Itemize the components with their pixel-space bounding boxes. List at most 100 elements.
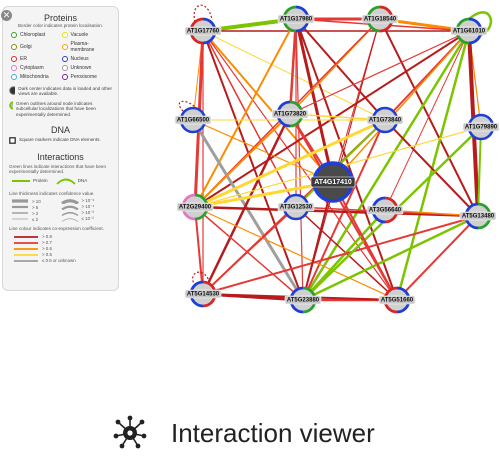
interaction-edge[interactable] [295,18,398,301]
interaction-edge[interactable] [384,119,479,217]
protein-node[interactable]: AT1G73820 [271,100,309,128]
graph-edges [178,4,493,302]
protein-node[interactable]: AT3G12530 [277,193,315,221]
legend-interactions-text: Green lines indicate interactions that h… [9,163,107,175]
interaction-edge[interactable] [194,18,297,208]
interaction-edge[interactable] [301,29,471,302]
interaction-edge[interactable] [202,30,297,208]
interaction-edge[interactable] [289,30,470,115]
interaction-edge[interactable] [384,30,470,211]
node-label-box [450,26,488,36]
localisation-ring-icon [61,43,68,50]
interaction-edge[interactable] [194,206,398,301]
protein-node[interactable]: AT2G29400 [176,193,214,221]
colour-label: ≤ 0.5 or unknown [42,258,76,264]
localisation-ring-icon [61,55,68,62]
node-label-box [184,26,222,36]
interaction-edge[interactable] [192,119,334,183]
interaction-edge[interactable] [202,206,297,295]
protein-node[interactable]: AT1G79890 [462,113,500,141]
thickness-line-icon [12,199,28,203]
node-label: AT3G12530 [280,205,313,211]
self-interaction-loop[interactable] [193,4,213,23]
localisation-ring-icon [11,73,17,80]
localisation-label: Chloroplast [20,31,46,38]
protein-node[interactable]: AT1G18540 [361,5,399,33]
node-label: AT2G29400 [179,205,212,211]
thickness-dna-item: > 10⁻⁴ [60,204,111,211]
interaction-edge[interactable] [294,17,335,184]
thickness-label: ≤ 2 [32,216,39,222]
node-label-box [310,176,356,188]
close-legend-button[interactable]: ✕ [1,10,12,21]
page-title: Interaction viewer [171,418,375,448]
interaction-edge[interactable] [396,215,479,301]
interaction-edge[interactable] [395,29,471,302]
localisation-item: Nucleus [61,55,113,62]
legend-panel: Proteins Border color indicates protein … [2,6,119,291]
interaction-edge[interactable] [202,30,334,183]
interaction-edge[interactable] [301,214,480,302]
self-interaction-loop[interactable] [192,271,211,287]
localisation-label: Peroxisome [70,73,97,80]
protein-node[interactable]: AT5G23880 [284,286,322,314]
node-label-box [284,295,322,305]
node-label: AT5G51660 [381,298,414,304]
interaction-edge[interactable] [288,17,298,116]
node-label-box [462,122,500,132]
interaction-edge[interactable] [202,215,479,295]
colour-label: > 0.7 [42,240,52,246]
interaction-edge[interactable] [477,126,482,217]
center-node[interactable]: AT4G17410 [310,161,356,203]
protein-node[interactable]: AT5G13480 [459,202,497,230]
localisation-label: Unknown [70,64,92,71]
self-interaction-loop[interactable] [178,100,199,115]
legend-dna-label: DNA [77,178,88,184]
protein-node[interactable]: AT1G17760 [184,17,222,45]
dark-center-icon [9,85,16,95]
interaction-edge[interactable] [202,30,304,301]
protein-node[interactable]: AT1G61010 [450,17,488,45]
interaction-edge[interactable] [194,206,304,301]
thickness-item: > 5 [11,204,61,210]
interaction-edge[interactable] [193,118,387,209]
interaction-edge[interactable] [295,18,386,121]
localisation-item: Cytoplasm [11,64,62,71]
protein-node[interactable]: AT5G14530 [184,280,222,308]
node-label: AT3G56640 [369,208,402,214]
node-label: AT1G17980 [280,17,313,23]
node-label: AT1G73820 [274,112,307,118]
interaction-edge[interactable] [193,205,480,218]
protein-node[interactable]: AT5G51660 [378,286,416,314]
thickness-arc-icon [60,199,79,205]
node-label-box [366,205,404,215]
protein-node[interactable]: AT1G66500 [174,106,212,134]
colour-label: > 0.8 [42,234,52,240]
localisation-item: Peroxisome [61,73,113,80]
localisation-item: Mitochondria [11,73,62,80]
protein-node[interactable]: AT1G17980 [277,5,315,33]
legend-protein-label: Protein [33,178,48,184]
interaction-edge[interactable] [194,113,291,208]
thickness-item: > 2 [11,210,61,216]
legend-colour-text: Line colour indicates co-expression coef… [9,226,104,232]
interaction-edge[interactable] [201,112,292,296]
protein-node[interactable]: AT1G73840 [366,106,404,134]
interaction-edge[interactable] [194,206,204,295]
node-label-box [176,202,214,212]
interaction-edge[interactable] [194,30,470,208]
legend-proteins-title: Proteins [43,13,78,23]
interaction-edge[interactable] [332,181,398,301]
colour-legend: > 0.8> 0.7> 0.6> 0.5≤ 0.5 or unknown [3,234,118,264]
interaction-edge[interactable] [193,180,335,209]
node-label: AT1G17760 [187,29,220,35]
interaction-edge[interactable] [379,18,479,217]
dna-arc-icon [55,178,76,185]
localisation-label: ER [20,55,27,62]
node-label-box [184,289,222,299]
protein-node[interactable]: AT3G56640 [366,196,404,224]
node-label-box [271,109,309,119]
thickness-dna-label: > 10⁻⁴ [81,204,95,210]
interaction-edge[interactable] [332,30,470,183]
